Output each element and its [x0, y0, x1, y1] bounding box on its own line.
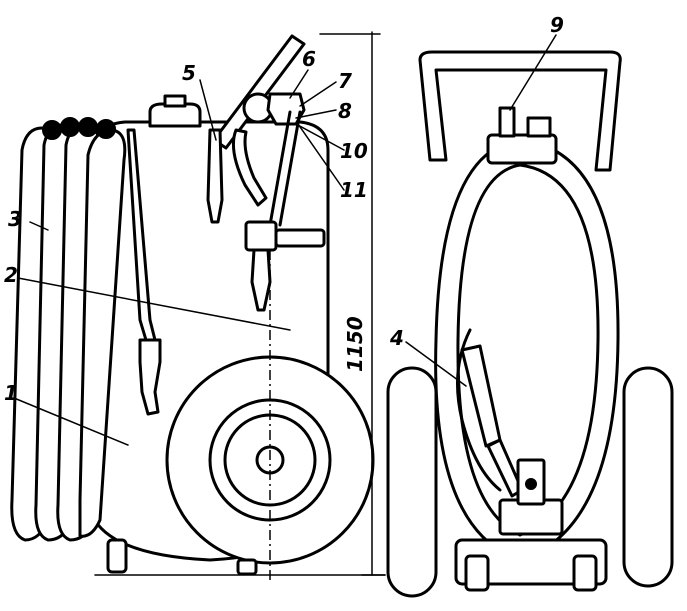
callout-1: 1 [4, 381, 18, 405]
callout-3: 3 [8, 207, 22, 231]
callout-9: 9 [550, 13, 564, 37]
height-dimension-label: 1150 [343, 316, 367, 372]
front-view [386, 34, 674, 598]
front-neck [486, 133, 558, 165]
front-valve-right [526, 116, 552, 138]
front-wheel-left [386, 366, 438, 598]
clamp-band [274, 228, 326, 248]
front-valve-left [498, 106, 516, 138]
callout-7: 7 [338, 69, 352, 93]
outlet-hose [206, 128, 224, 224]
filler-cap [148, 102, 202, 128]
front-wheel-right [622, 366, 674, 588]
callout-6: 6 [302, 47, 316, 71]
front-foot-right [572, 554, 598, 592]
handle-frame [212, 34, 306, 150]
callout-4: 4 [389, 326, 404, 350]
height-dimension [319, 31, 386, 576]
side-wheel [165, 230, 375, 580]
callout-11: 11 [340, 178, 368, 202]
callout-leaders [13, 69, 345, 446]
filler-cap-knob [163, 94, 187, 108]
siphon-tube [268, 110, 292, 227]
front-base [454, 538, 608, 586]
callout-leader-9 [509, 34, 557, 111]
callout-5: 5 [182, 61, 196, 85]
front-handle [418, 50, 622, 172]
callout-2: 2 [4, 263, 18, 287]
front-bottom-knob [525, 478, 537, 490]
connector-block [244, 220, 278, 252]
front-foot-left [464, 554, 490, 592]
lance [250, 248, 272, 312]
callout-labels: 1 2 3 4 5 6 7 8 9 10 11 1150 [4, 13, 564, 405]
callout-8: 8 [338, 99, 352, 123]
valve-bottle [232, 128, 268, 207]
siphon-tube-2 [278, 110, 302, 227]
hose-coils [10, 117, 127, 542]
hanging-nozzle [138, 338, 162, 416]
callout-10: 10 [340, 139, 368, 163]
side-view [10, 31, 386, 580]
side-foot-right [236, 558, 258, 576]
front-hose [456, 328, 502, 492]
side-foot-left [106, 538, 128, 574]
callout-leader-4 [405, 341, 467, 387]
